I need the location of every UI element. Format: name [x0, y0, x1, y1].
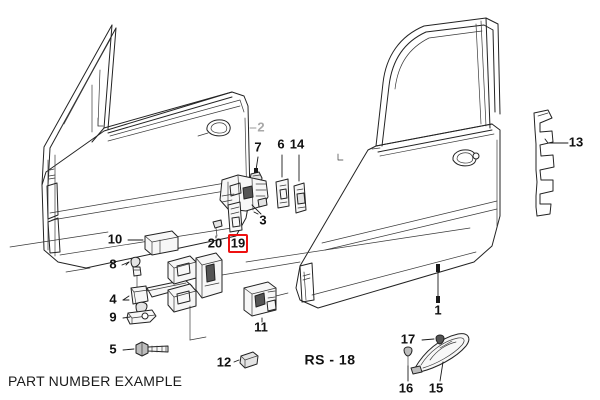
callout-label-9: 9 — [109, 309, 116, 324]
part-door-seal-strip — [533, 109, 555, 217]
callout-label-6: 6 — [277, 136, 284, 151]
leader-line-13 — [544, 138, 569, 144]
callout-label-14: 14 — [290, 136, 305, 151]
part-retaining-clip — [212, 219, 223, 237]
part-pivot-pin — [130, 256, 142, 289]
callout-label-4: 4 — [109, 291, 117, 306]
leader-line-4 — [122, 295, 130, 301]
callout-label-13: 13 — [569, 134, 583, 149]
part-door-stop-clamp — [126, 301, 157, 325]
part-door-lock-mechanism — [219, 174, 269, 212]
callout-label-19: 19 — [231, 235, 245, 250]
leader-line-17 — [421, 338, 435, 341]
part-plastic-plug — [239, 351, 259, 369]
guide-lines — [9, 227, 471, 276]
leader-line-12 — [233, 359, 240, 363]
part-moulding-clip — [435, 334, 445, 345]
leader-line-7 — [254, 156, 259, 173]
callout-label-15: 15 — [429, 380, 443, 395]
part-lock-latch-housing — [243, 281, 289, 317]
leader-line-15 — [439, 361, 444, 382]
callout-label-8: 8 — [109, 256, 116, 271]
leader-line-9 — [122, 316, 131, 319]
callout-label-1: 1 — [434, 302, 441, 317]
part-hex-bolt — [135, 341, 169, 357]
callout-label-11: 11 — [254, 319, 268, 334]
part-door-check-strap — [144, 230, 179, 256]
part-lock-cylinder-shim — [227, 201, 243, 233]
part-right-front-door-shell — [295, 17, 501, 309]
part-left-front-door-shell — [41, 24, 251, 269]
callout-label-3: 3 — [259, 212, 266, 227]
callout-label-20: 20 — [208, 235, 222, 250]
part-lock-body-assembly — [167, 252, 223, 341]
callout-label-12: 12 — [217, 354, 231, 369]
callout-label-17: 17 — [401, 331, 415, 346]
leader-line-8 — [121, 261, 130, 266]
callout-labels: 1 2 3 4 5 6 7 8 9 10 11 12 13 14 15 16 1… — [108, 119, 583, 395]
part-catch-bracket — [293, 182, 307, 214]
callout-label-10: 10 — [108, 231, 122, 246]
caption-text: PART NUMBER EXAMPLE — [8, 373, 183, 389]
leader-line-3 — [251, 204, 262, 215]
callout-label-5: 5 — [109, 341, 116, 356]
part-moulding-screw — [403, 346, 413, 367]
group-label-rs-18: RS - 18 — [305, 352, 356, 368]
leader-line-5 — [122, 348, 135, 351]
callout-label-2: 2 — [257, 119, 264, 134]
leader-line-1 — [436, 264, 440, 303]
callout-label-16: 16 — [399, 380, 413, 395]
part-door-check-strap-bracket — [130, 279, 193, 305]
callout-label-7: 7 — [254, 139, 261, 154]
part-striker-plate — [275, 178, 290, 209]
